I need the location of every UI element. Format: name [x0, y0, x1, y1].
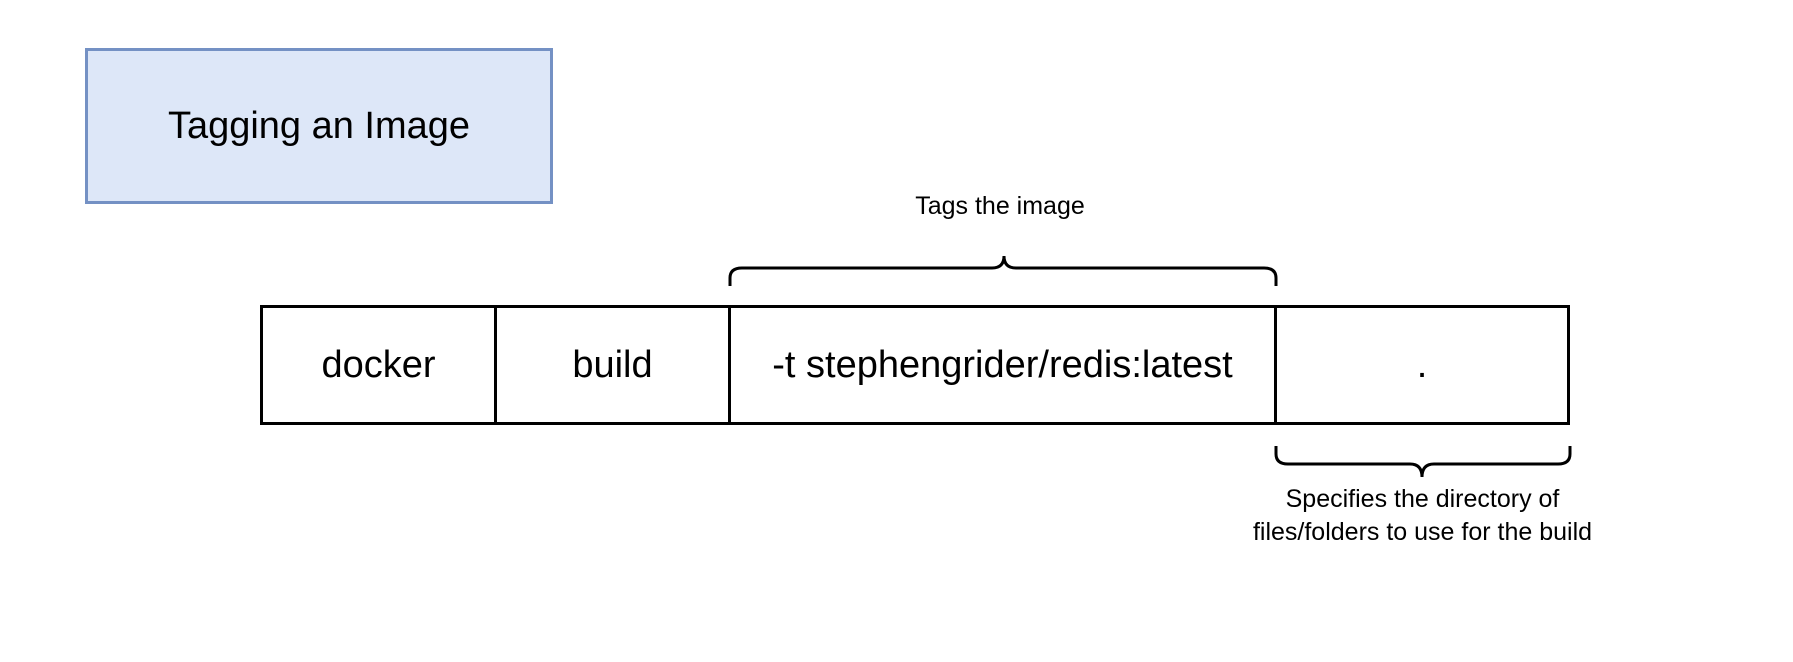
diagram-title: Tagging an Image [85, 48, 553, 204]
directory-brace [1274, 446, 1572, 478]
command-segment-docker: docker [263, 308, 497, 422]
tag-annotation: Tags the image [915, 192, 1085, 220]
command-segment-directory: . [1416, 343, 1428, 386]
command-segment-build: build [497, 308, 731, 422]
command-segment-tag-flag: -t stephengrider/redis:latest [731, 308, 1277, 422]
tag-brace [728, 255, 1278, 286]
command-row: docker build -t stephengrider/redis:late… [260, 305, 1570, 425]
directory-annotation: Specifies the directory of files/folders… [1252, 485, 1593, 546]
